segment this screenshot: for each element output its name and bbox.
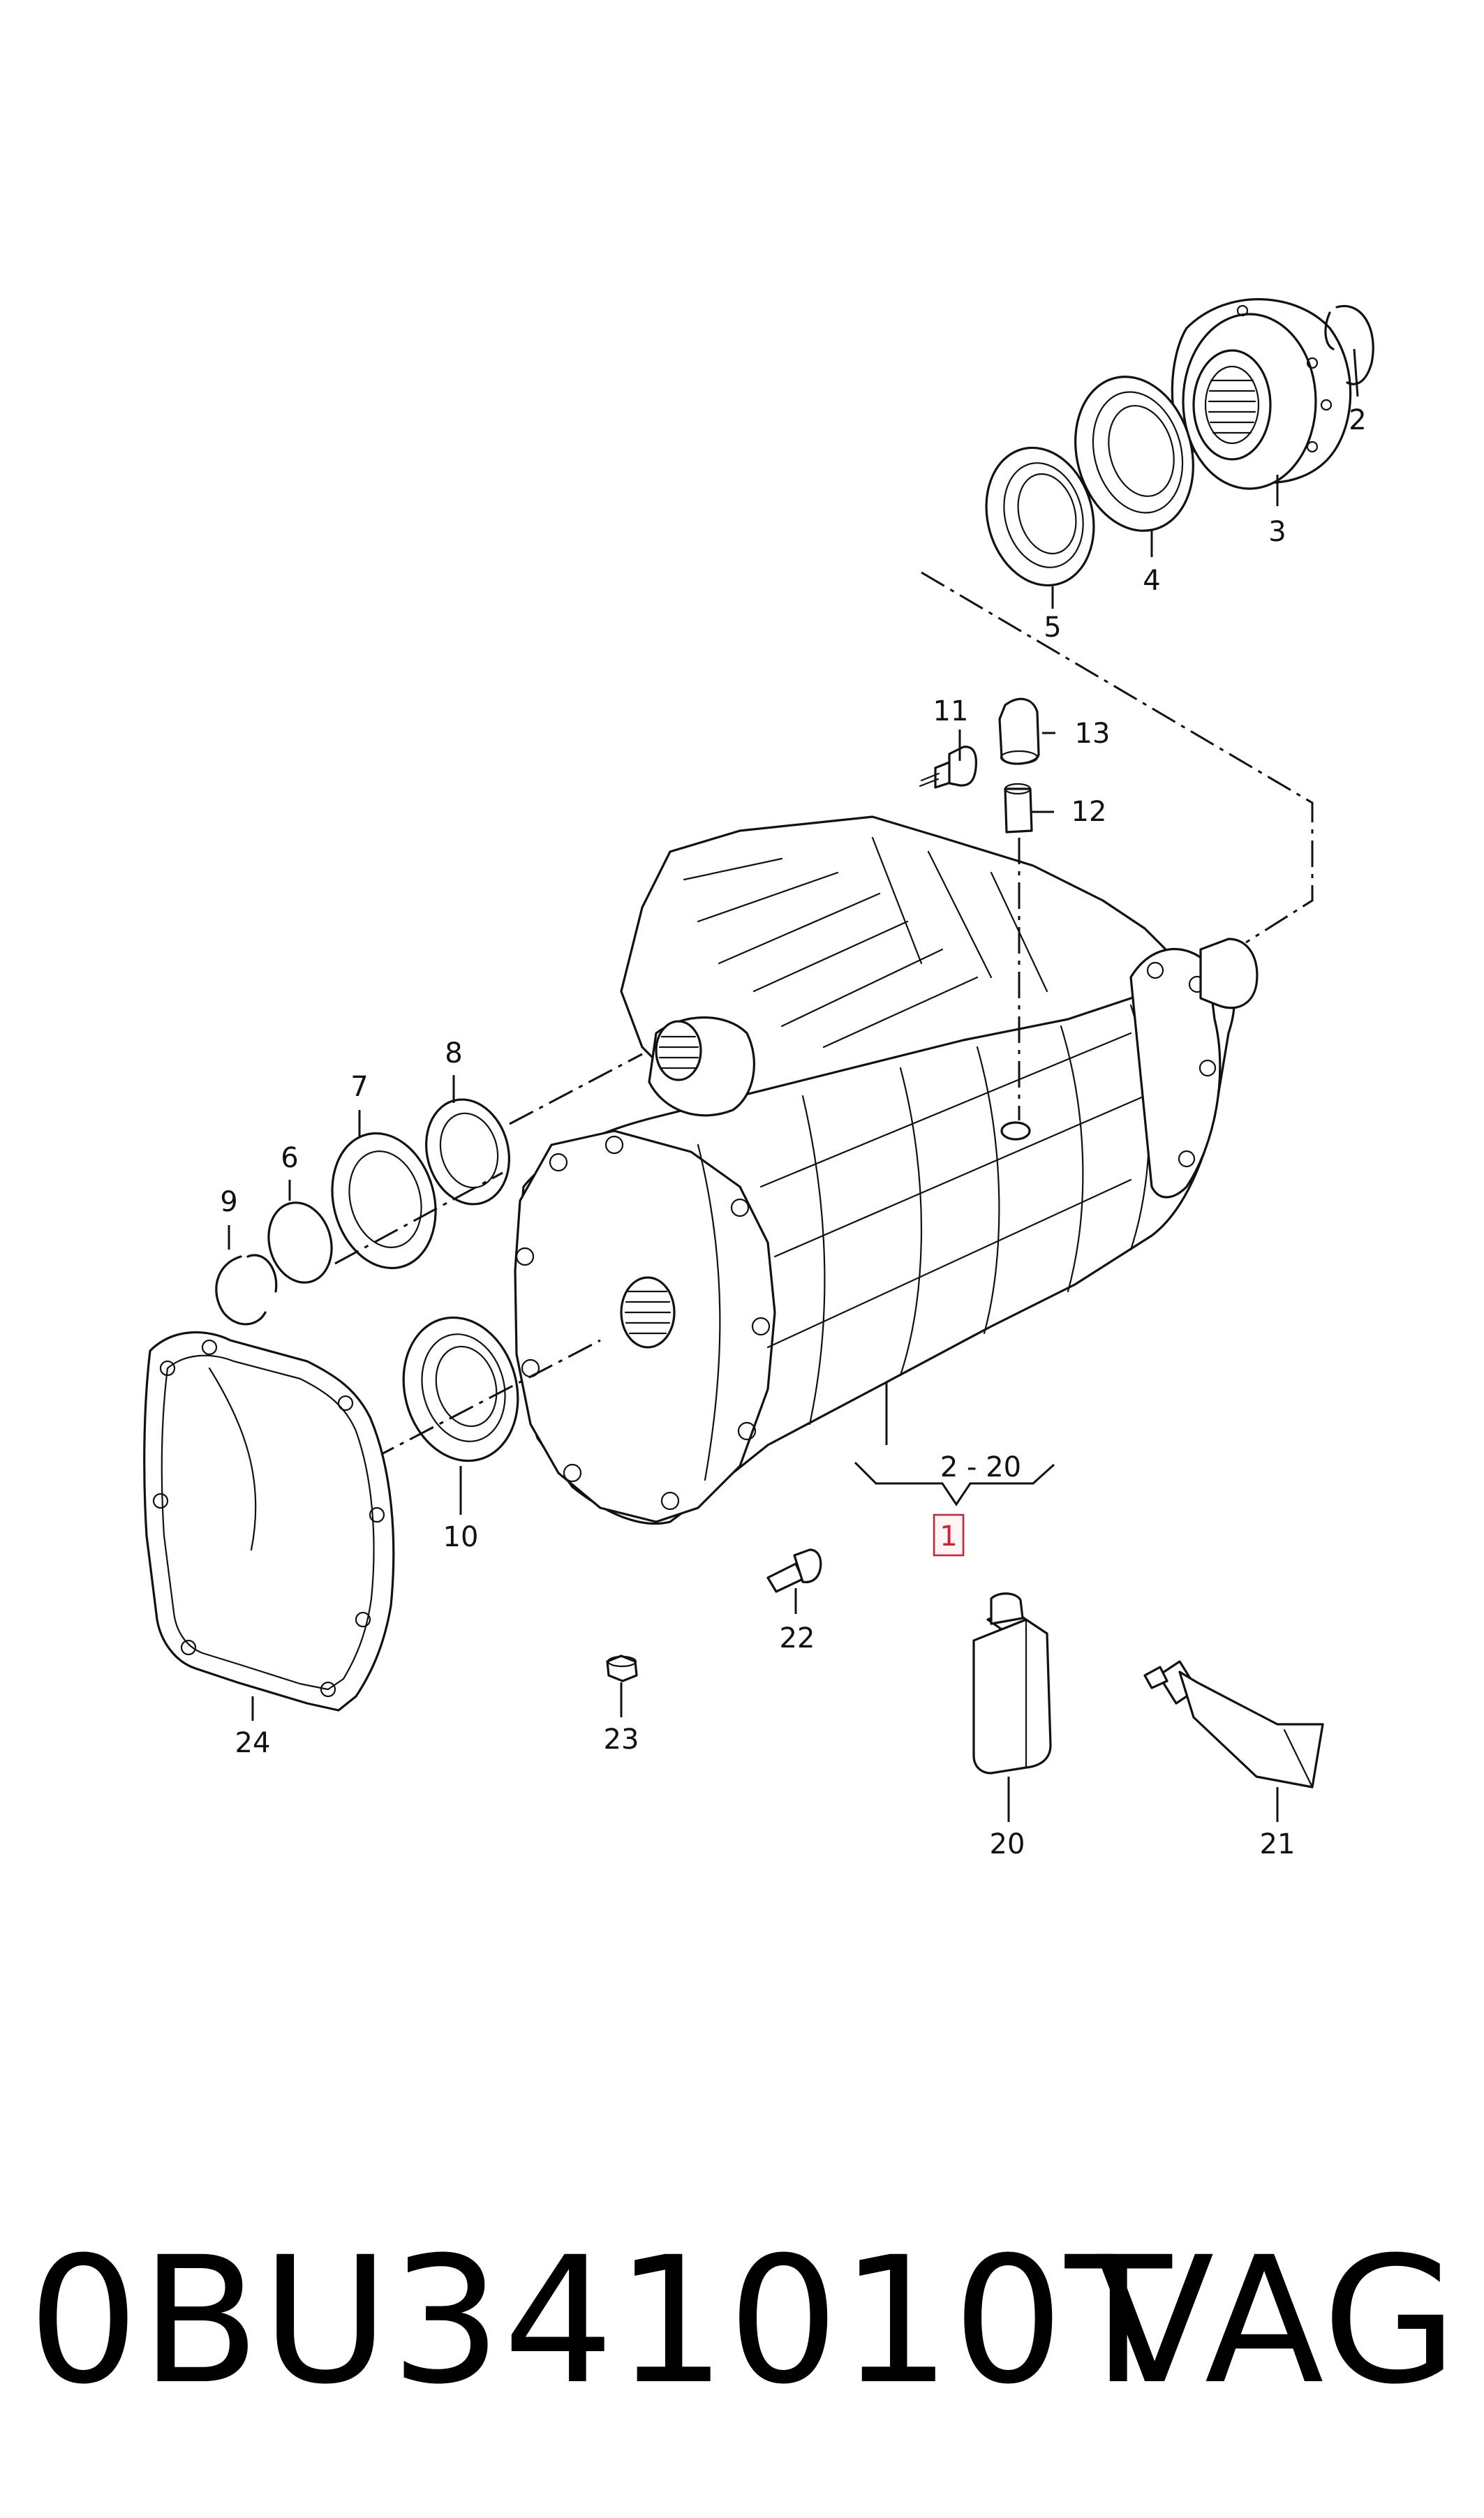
callout-labels: 2 3 4 5 11 13 12 8 7 6 9 10 2 - 20 1 22 … xyxy=(220,404,1366,1860)
ring-6 xyxy=(267,1201,333,1284)
callout-23: 23 xyxy=(604,1724,639,1756)
bolt-22 xyxy=(766,1548,822,1593)
callout-22: 22 xyxy=(780,1622,815,1654)
callout-13: 13 xyxy=(1075,718,1111,750)
callout-1: 1 xyxy=(940,1520,957,1553)
callout-11: 11 xyxy=(933,695,969,727)
callout-5: 5 xyxy=(1044,612,1061,644)
callout-2: 2 xyxy=(1349,404,1366,436)
circlip-2 xyxy=(1324,304,1374,385)
circlip-9 xyxy=(215,1254,278,1326)
seal-7 xyxy=(331,1132,437,1270)
seal-8 xyxy=(425,1098,510,1206)
callout-24: 24 xyxy=(235,1727,271,1759)
seal-10 xyxy=(402,1316,519,1462)
callout-20: 20 xyxy=(990,1828,1025,1860)
part-number: 0BU341010T xyxy=(28,2219,1173,2422)
callout-7: 7 xyxy=(350,1071,368,1103)
output-flange xyxy=(1171,298,1352,490)
callout-range: 2 - 20 xyxy=(940,1451,1021,1483)
bolt-11 xyxy=(919,746,978,789)
gasket-24 xyxy=(143,1331,395,1712)
leader-lines xyxy=(228,348,1359,1822)
callout-3: 3 xyxy=(1268,516,1286,548)
seal-5 xyxy=(985,446,1095,587)
grease-tube-21 xyxy=(1143,1660,1324,1788)
nut-23 xyxy=(606,1654,638,1682)
callout-1-highlight-box xyxy=(933,1513,965,1557)
callout-4: 4 xyxy=(1143,565,1160,597)
assembly-axis-upper xyxy=(334,1053,643,1265)
callout-8: 8 xyxy=(445,1037,462,1069)
footer-caption: 0BU341010T VAG xyxy=(28,2209,1459,2440)
seal-4 xyxy=(1074,376,1194,532)
callout-9: 9 xyxy=(220,1186,237,1218)
callout-21: 21 xyxy=(1260,1828,1296,1860)
callout-12: 12 xyxy=(1071,796,1107,828)
brand-name: VAG xyxy=(1095,2219,1459,2422)
callout-10: 10 xyxy=(443,1521,479,1553)
cap-13 xyxy=(998,697,1040,765)
assembly-axis-rear xyxy=(921,571,1314,944)
oil-bottle-20 xyxy=(972,1592,1052,1775)
plug-12 xyxy=(1004,783,1033,834)
callout-6: 6 xyxy=(281,1142,298,1174)
transmission-housing xyxy=(514,815,1259,1525)
